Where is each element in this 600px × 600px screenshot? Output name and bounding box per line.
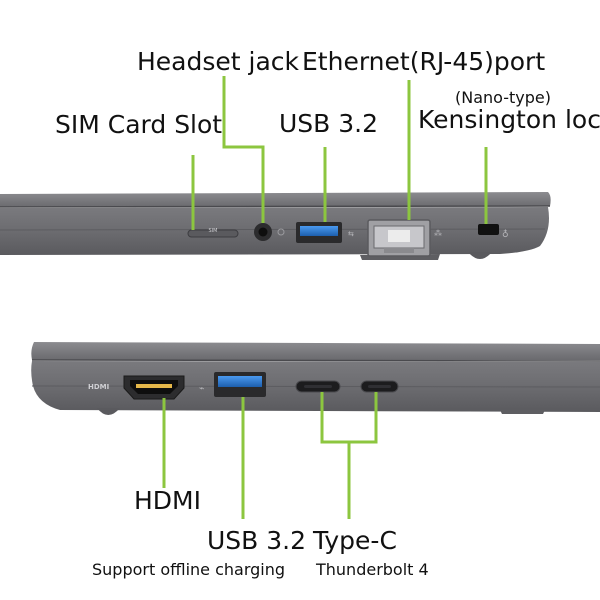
svg-text:♁: ♁	[502, 229, 509, 240]
usb32-top-label: USB 3.2	[279, 109, 379, 138]
laptop-foot-left-bottom	[97, 408, 120, 415]
laptop-base-top	[0, 207, 549, 255]
sim-tray-engraving: SIM	[209, 228, 218, 234]
kensington-lock-label: Kensington lock	[418, 105, 600, 134]
headset-jack-icon	[254, 223, 285, 241]
type-c-label: Type-C	[313, 526, 397, 555]
usb-a-port-icon-bottom: ⌁	[199, 372, 266, 397]
hdmi-label: HDMI	[134, 486, 201, 515]
leader-headset	[222, 76, 265, 223]
laptop-left-side-view	[31, 342, 600, 415]
nano-type-label: (Nano-type)	[455, 88, 551, 107]
hdmi-port-icon: HDMI	[88, 375, 185, 400]
svg-text:⇆: ⇆	[348, 230, 354, 238]
usb-c-port-icon	[295, 380, 399, 393]
svg-text:⌁: ⌁	[199, 384, 204, 394]
leader-lines	[162, 76, 488, 519]
sim-card-slot-label: SIM Card Slot	[55, 110, 223, 139]
usb32-bottom-note: Support offline charging	[92, 560, 286, 579]
headset-jack-label: Headset jack	[137, 47, 300, 76]
type-c-note: Thunderbolt 4	[316, 560, 429, 579]
leader-type-c	[320, 392, 378, 519]
usb-a-port-icon: ⇆	[296, 222, 354, 243]
laptop-foot-right-top	[468, 252, 492, 259]
usb32-bottom-label: USB 3.2	[207, 526, 307, 555]
sim-tray-icon: SIM	[187, 228, 239, 238]
kensington-lock-icon: ♁	[478, 224, 509, 240]
laptop-lid-bottom	[31, 342, 600, 360]
ethernet-port-label: Ethernet(RJ-45)port	[302, 47, 546, 76]
ethernet-port-icon: ⁂	[367, 219, 442, 257]
svg-text:⁂: ⁂	[434, 228, 442, 238]
hdmi-port-engraving: HDMI	[88, 383, 109, 391]
laptop-right-side-view	[0, 192, 551, 260]
laptop-lid-top	[0, 192, 551, 207]
